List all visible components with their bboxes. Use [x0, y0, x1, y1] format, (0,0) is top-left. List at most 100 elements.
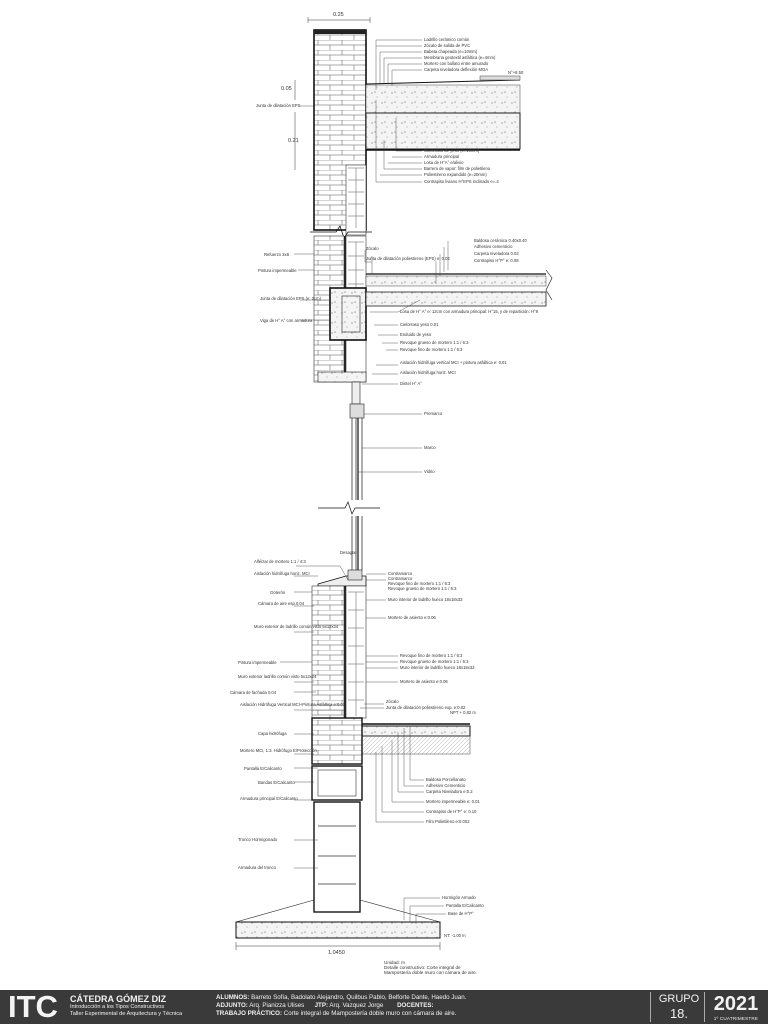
label: Cámara de fachada 0.04 [230, 690, 277, 695]
divider [650, 992, 651, 1022]
label: Muro exterior de ladrillo común visto 5x… [254, 624, 339, 629]
label: Contrapiso de H°P° e: 0.10 [426, 809, 477, 814]
label: Zócalo [386, 699, 399, 704]
tp-row: TRABAJO PRÁCTICO: Corte integral de Mamp… [216, 1010, 646, 1018]
note-unit: Unidad: m [384, 960, 405, 965]
label: Armadura del tronco [238, 865, 277, 870]
label: Viga de H° A° con armadura [260, 318, 313, 323]
drawing-notes: Unidad: m Detalle constructivo: Corte in… [384, 960, 477, 975]
label: Contrapiso H°P° e: 0.08 [474, 258, 519, 263]
label: Losa de H°A° e/alivio [424, 160, 464, 165]
parapet-and-roof: 0.25 N°+8.50 0.05 0.21 Junta de dilataci… [256, 12, 524, 236]
break-line [310, 225, 372, 239]
labels-mid-left: Refuerzo 3x8 Pintura impermeable Junta d… [258, 252, 322, 323]
label-marco: Marco [424, 445, 436, 450]
label: Revoque grueso de mortero 1:1 / 6:3 [400, 659, 469, 664]
alumnos-row: ALUMNOS: Barreto Sofía, Badolato Alejand… [216, 994, 646, 1002]
dim-slab-height: 0.21 [288, 138, 299, 144]
label: Capa hidrófuga [258, 731, 287, 736]
label: Cielorraso de yeso (e=10mm) [424, 148, 480, 153]
label: Muro exterior ladrillo común visto 5x12x… [238, 674, 317, 679]
window-section: Premarco Marco Vidrio [318, 403, 443, 570]
jtp-label: JTP: [314, 1002, 329, 1010]
label: Pantalla E/Calicanto [446, 903, 484, 908]
label: Film Polietileno e:0.002 [426, 819, 470, 824]
jtp-value: Arq. Vazquez Jorge [329, 1002, 384, 1010]
catedra-line1: Introducción a los Tipos Constructivos [70, 1004, 165, 1010]
label: Poliestireno expandido (e=20mm) [424, 172, 487, 177]
label-junta-eps: Junta de dilatación EPS [256, 103, 301, 108]
label: Revoque fino de mortero 1:1 / 6:3 [400, 347, 463, 352]
label: Junta de dilatación poliestireno exp. e:… [386, 705, 466, 710]
label: Adhesivo Cementicio [426, 783, 466, 788]
title-block: ITC CÁTEDRA GÓMEZ DIZ Introducción a los… [0, 990, 768, 1024]
label: Cielorraso yeso 0.01 [400, 322, 439, 327]
catedra-title: CÁTEDRA GÓMEZ DIZ [70, 994, 167, 1004]
label: Aislación hidrófuga horiz. MCI [254, 571, 310, 576]
label: Revoque grueso de mortero 1:1 / 6:3 [388, 586, 457, 591]
label: Dintel H° A° [400, 381, 422, 386]
label: Aislación hidrófuga horiz. MCI [400, 370, 456, 375]
labels-mid-right: Zócalo Junta de dilatación poliestireno … [366, 238, 539, 386]
grupo-value: 18. [669, 1006, 689, 1021]
label-desague: Desagüe [340, 550, 357, 555]
label-vidrio: Vidrio [424, 469, 435, 474]
label: Base de H°P° [448, 911, 474, 916]
label: Mortero MCI, 1:3. Hidrófugo E/Protección [240, 748, 317, 753]
label: Bandas E/Calicanto [258, 780, 295, 785]
label: Mortero con bullato entre amurado [424, 61, 489, 66]
label: Contrapiso liviano H°EPS inclinado e=.4 [424, 179, 499, 184]
label: Mortero de asiento e:0.06 [400, 679, 448, 684]
level-ntn: NT: -1.00 m [444, 933, 466, 938]
note-detail-2: Mampostería doble muro con cámara de air… [384, 970, 477, 975]
label: Babeta chapeada (e=10mm) [424, 49, 478, 54]
label: Carpeta niveladora deflexión MOA [424, 67, 488, 72]
catedra-line2: Taller Experimental de Arquitectura y Té… [70, 1011, 183, 1017]
note-detail: Detalle constructivo: Corte integral de [384, 965, 461, 970]
label: Revoque grueso de mortero 1:1 / 6:3 [400, 340, 469, 345]
label: Revoque fino de mortero 1:1 / 6:3 [388, 581, 451, 586]
label: Armadura principal E/Calicanto [240, 796, 298, 801]
label: Carpeta niveladora 0.02 [474, 251, 519, 256]
year-value: 2021 [713, 993, 759, 1015]
label: Mortero de asiento e:0.06 [388, 615, 436, 620]
alumnos-label: ALUMNOS: [216, 994, 250, 1001]
label: Losa de H° A° e: 12cm con armadura princ… [400, 309, 539, 314]
label: Adhesivo cementicio [474, 244, 513, 249]
label: Junta de dilatación EPS (e: 2cm) [260, 296, 322, 301]
level-npt: NPT + 0.82 m [450, 710, 476, 715]
label: Alféizar de mortero 1:1 / 4:3 [254, 559, 306, 564]
label: Junta de dilatación poliestireno (EPS) e… [366, 256, 450, 261]
level-top: N°+8.50 [508, 70, 524, 75]
label: Contramarco [388, 571, 413, 576]
label: Baldosa cerámica 0.40x0.40 [474, 238, 528, 243]
dim-wall-width: 0.25 [333, 12, 344, 18]
labels-low-left: Desagüe Alféizar de mortero 1:1 / 4:3 Ai… [230, 550, 357, 870]
labels-top: Ladrillo cerámico común Zócalo de salida… [424, 37, 499, 184]
label: Carpeta Niveladora e:0.2 [426, 789, 473, 794]
info-block: ALUMNOS: Barreto Sofía, Badolato Alejand… [216, 994, 646, 1019]
grupo-block: GRUPO 18. [656, 993, 702, 1021]
year-block: 2021 1º CUATRIMESTRE [706, 992, 766, 1022]
label: Tronco Hormigonado [238, 837, 278, 842]
label: Barrera de vapor: film de polietileno [424, 166, 491, 171]
catedra-block: CÁTEDRA GÓMEZ DIZ Introducción a los Tip… [70, 994, 210, 1018]
docentes-label: DOCENTES: [397, 1002, 434, 1010]
tp-value: Corte integral de Mampostería doble muro… [283, 1010, 457, 1018]
period-value: 1º CUATRIMESTRE [713, 1016, 759, 1021]
lower-wall-section: NPT + 0.82 m 1.0450 NT: -1.00 m [235, 565, 476, 956]
label: Ladrillo cerámico común [424, 37, 470, 42]
label: Armadura principal [424, 154, 459, 159]
label: Pintura impermeable [238, 660, 277, 665]
label: Goterón [270, 590, 286, 595]
adjunto-value: Arq. Pianizza Ulises [249, 1002, 305, 1010]
construction-section-drawing: 0.25 N°+8.50 0.05 0.21 Junta de dilataci… [230, 12, 553, 975]
label: Aislación hidrófuga vertical MCI + pintu… [400, 360, 507, 365]
label: Pintura impermeable [258, 268, 297, 273]
mid-floor-section [294, 235, 553, 405]
label: Mortero impermeable e: 0.01 [426, 799, 480, 804]
label: Hormigón Armado [442, 895, 476, 900]
label: Zócalo de salida de PVC [424, 43, 470, 48]
adjunto-row: ADJUNTO: Arq. Pianizza Ulises JTP: Arq. … [216, 1002, 646, 1010]
divider [704, 992, 705, 1022]
